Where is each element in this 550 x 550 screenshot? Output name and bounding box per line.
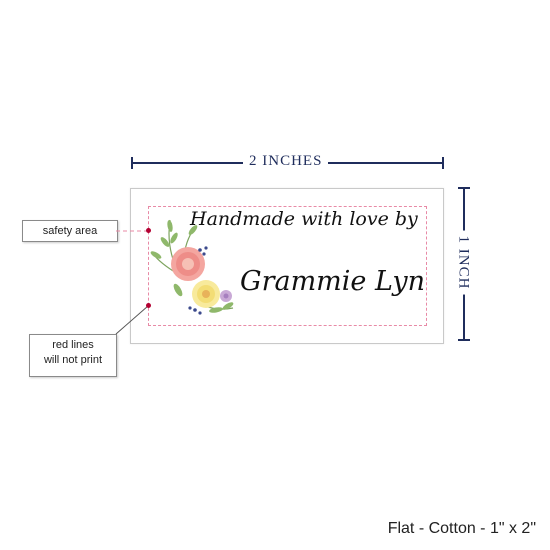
height-dimension-bottom-cap [458, 339, 470, 341]
safety-area-marker-dot [146, 228, 151, 233]
product-caption: Flat - Cotton - 1" x 2" [387, 520, 536, 537]
safety-area-callout: safety area [22, 220, 118, 242]
safety-area-leader-line [116, 230, 146, 232]
label-line-1: Handmade with love by [190, 208, 418, 230]
red-lines-callout: red lines will not print [29, 334, 117, 377]
width-dimension-right-cap [442, 157, 444, 169]
flower-bouquet-icon [150, 219, 234, 315]
red-lines-callout-line-1: red lines [52, 339, 94, 351]
width-dimension-label: 2 INCHES [243, 153, 329, 170]
height-dimension-label: 1 INCH [454, 230, 472, 295]
safety-area-box [148, 206, 427, 326]
label-line-2: Grammie Lyn [240, 266, 426, 297]
red-lines-leader-line [115, 305, 149, 335]
red-lines-marker-dot [146, 303, 151, 308]
red-lines-callout-line-2: will not print [43, 354, 103, 366]
